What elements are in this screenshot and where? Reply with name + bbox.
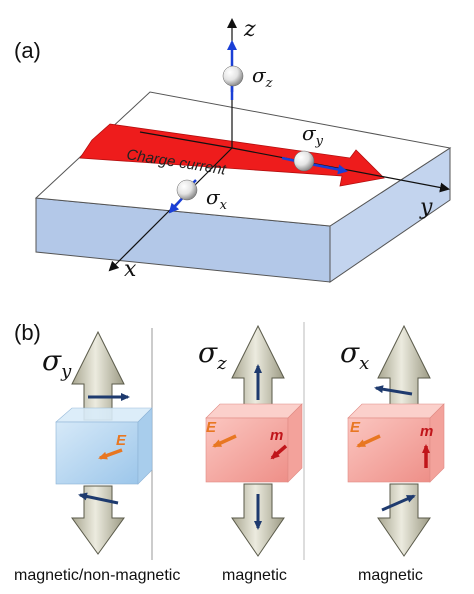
m-label: m <box>270 427 283 444</box>
spin-arrow-lower <box>78 492 119 505</box>
e-field-label: E <box>116 432 127 449</box>
cube-side <box>287 403 303 483</box>
m-arrow <box>270 444 288 460</box>
cube-red <box>205 417 289 483</box>
spin-z-label: σz <box>252 63 273 91</box>
cube-top <box>347 403 445 419</box>
spin-y-tail <box>281 156 297 163</box>
spin-ball-icon <box>222 65 244 87</box>
panel-a-label: (a) <box>14 38 41 63</box>
spin-arrow-lower <box>381 494 416 512</box>
column-sigma-y-title: σy <box>42 344 72 382</box>
y-axis-label: y <box>419 195 433 220</box>
big-arrow-up <box>377 324 431 417</box>
spin-ball-icon <box>293 150 315 172</box>
big-arrow-up <box>71 330 125 421</box>
panel-a: (a) Charge current z y x σz σy <box>14 17 452 283</box>
neg-y-axis <box>139 131 233 149</box>
caption-magnetic: magnetic <box>222 567 287 584</box>
cube-blue <box>55 421 139 485</box>
big-arrow-down <box>377 483 431 557</box>
z-axis-label: z <box>243 17 256 42</box>
column-sigma-z-title: σz <box>198 336 227 374</box>
panel-b: (b) E σy magnetic/non-magnetic <box>14 320 445 584</box>
spin-y-label: σy <box>302 121 324 149</box>
panel-b-label: (b) <box>14 320 41 345</box>
e-arrow <box>98 448 123 460</box>
column-sigma-y: E σy magnetic/non-magnetic <box>14 328 180 584</box>
slab <box>34 91 452 283</box>
caption-magnetic: magnetic <box>358 567 423 584</box>
x-axis-label: x <box>124 257 137 282</box>
cube-red <box>347 417 431 483</box>
cube-side <box>429 403 445 483</box>
cube-side <box>137 407 153 485</box>
cube-top <box>205 403 303 419</box>
column-sigma-x: E m σx magnetic <box>340 324 445 584</box>
spin-arrow-upper <box>374 385 413 396</box>
caption-magnetic-nonmagnetic: magnetic/non-magnetic <box>14 567 180 584</box>
cube-top <box>55 407 153 423</box>
charge-current-arrow-icon <box>79 123 385 187</box>
e-arrow <box>212 434 237 448</box>
e-arrow <box>356 434 381 448</box>
m-label: m <box>420 423 433 440</box>
spin-ball-icon <box>176 179 198 201</box>
e-field-label: E <box>350 419 361 436</box>
column-sigma-x-title: σx <box>340 336 369 374</box>
column-sigma-z: E m σz magnetic <box>198 322 305 584</box>
e-field-label: E <box>206 419 217 436</box>
spin-x-label: σx <box>206 185 228 213</box>
